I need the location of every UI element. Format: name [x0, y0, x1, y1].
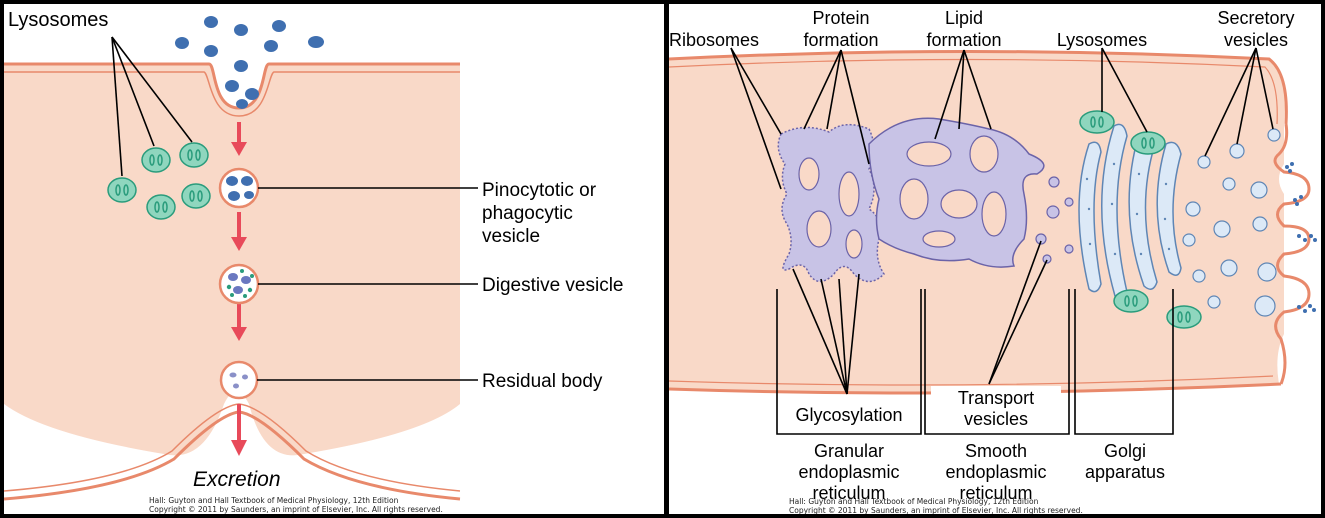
lysosome [1167, 306, 1201, 328]
endocytosis-diagram-panel: Lysosomes Pinocytotic or phagocytic vesi… [4, 4, 664, 514]
lysosome [1080, 111, 1114, 133]
lysosome [108, 178, 136, 202]
credit-line-1: Hall: Guyton and Hall Textbook of Medica… [149, 496, 399, 505]
lysosome [142, 148, 170, 172]
secreted-particles [1285, 162, 1317, 313]
credit-line-2: Copyright © 2011 by Saunders, an imprint… [149, 505, 443, 514]
protein-formation-label-line1: Protein [812, 8, 869, 28]
secretory-vesicles-label-line1: Secretory [1217, 8, 1294, 28]
smooth-er-label-line1: Smooth [965, 441, 1027, 461]
granular-er-label-line1: Granular [814, 441, 884, 461]
transport-vesicles-label-line1: Transport [958, 388, 1034, 408]
lysosomes-label: Lysosomes [8, 9, 108, 31]
pinocytotic-label-line3: vesicle [482, 226, 540, 247]
residual-body-label: Residual body [482, 371, 603, 392]
residual-body [221, 362, 257, 398]
pinocytotic-vesicle [220, 169, 258, 207]
protein-formation-label-line2: formation [803, 30, 878, 50]
golgi-label-line2: apparatus [1085, 462, 1165, 482]
credit-line-1: Hall: Guyton and Hall Textbook of Medica… [789, 497, 1039, 506]
lipid-formation-label-line1: Lipid [945, 8, 983, 28]
smooth-er-label-line2: endoplasmic [945, 462, 1046, 482]
excretion-label: Excretion [193, 468, 281, 491]
lysosome [147, 195, 175, 219]
digestive-vesicle-label: Digestive vesicle [482, 275, 624, 296]
lysosome [1114, 290, 1148, 312]
lysosomes-label: Lysosomes [1057, 30, 1147, 50]
lipid-formation-label-line2: formation [926, 30, 1001, 50]
ribosomes-label: Ribosomes [669, 30, 759, 50]
granular-er-label-line2: endoplasmic [798, 462, 899, 482]
transport-vesicles-label-line2: vesicles [964, 409, 1028, 429]
lysosome [182, 184, 210, 208]
cell-organelles-diagram: Ribosomes Protein formation Lipid format… [669, 4, 1321, 514]
cell-organelles-diagram-panel: Ribosomes Protein formation Lipid format… [669, 4, 1321, 514]
endocytosis-diagram: Lysosomes Pinocytotic or phagocytic vesi… [4, 4, 664, 514]
secretory-vesicles-label-line2: vesicles [1224, 30, 1288, 50]
golgi-label-line1: Golgi [1104, 441, 1146, 461]
pinocytotic-label-line2: phagocytic [482, 203, 573, 224]
digestive-vesicle [220, 265, 258, 303]
credit-line-2: Copyright © 2011 by Saunders, an imprint… [789, 506, 1083, 514]
granular-er [778, 125, 884, 282]
lysosome [1131, 132, 1165, 154]
pinocytotic-label-line1: Pinocytotic or [482, 180, 597, 201]
lysosome [180, 143, 208, 167]
glycosylation-label: Glycosylation [795, 405, 902, 425]
